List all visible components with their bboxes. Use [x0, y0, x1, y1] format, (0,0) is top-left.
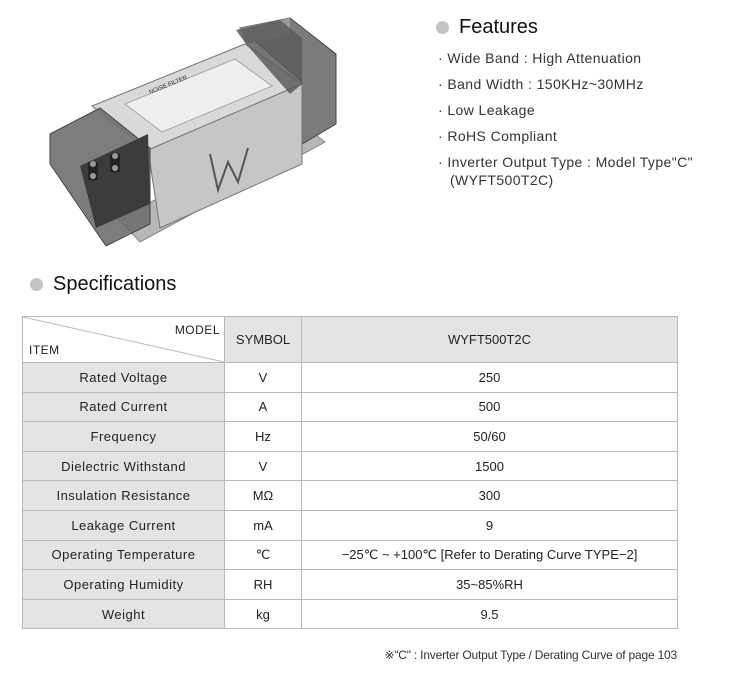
row-symbol: V — [224, 450, 302, 482]
row-item: Dielectric Withstand — [22, 450, 225, 482]
row-item: Leakage Current — [22, 509, 225, 541]
features-heading: Features — [436, 16, 726, 39]
row-value: 1500 — [301, 450, 678, 482]
row-value: 50/60 — [301, 421, 678, 452]
row-symbol: mA — [224, 509, 302, 541]
footnote: ※"C" : Inverter Output Type / Derating C… — [384, 648, 677, 662]
features-title: Features — [459, 16, 538, 38]
row-value: 250 — [301, 362, 678, 393]
row-value: 300 — [301, 480, 678, 511]
row-value: 500 — [301, 391, 678, 423]
row-item: Rated Current — [22, 391, 225, 423]
row-symbol: MΩ — [224, 480, 302, 511]
specifications-heading: Specifications — [30, 273, 176, 296]
row-item: Weight — [22, 598, 225, 630]
specifications-table: MODEL ITEM SYMBOL WYFT500T2C Rated Volta… — [22, 316, 678, 630]
row-item: Operating Temperature — [22, 539, 225, 571]
header-item-model-cell: MODEL ITEM — [22, 316, 225, 363]
specifications-title: Specifications — [53, 273, 177, 295]
row-value: 35~85%RH — [301, 569, 678, 600]
features-list: · Wide Band : High Attenuation · Band Wi… — [436, 49, 726, 189]
table-row: Dielectric Withstand V 1500 — [22, 450, 678, 482]
row-symbol: V — [224, 362, 302, 393]
row-symbol: ℃ — [224, 539, 302, 571]
table-row: Weight kg 9.5 — [22, 598, 678, 630]
table-row: Rated Current A 500 — [22, 391, 678, 423]
row-value: 9.5 — [301, 598, 678, 630]
table-row: Insulation Resistance MΩ 300 — [22, 480, 678, 511]
table-row: Leakage Current mA 9 — [22, 509, 678, 541]
feature-item: · Inverter Output Type : Model Type"C" (… — [438, 153, 726, 189]
row-symbol: RH — [224, 569, 302, 600]
row-item: Frequency — [22, 421, 225, 452]
header-item-label: ITEM — [29, 343, 60, 357]
bullet-dot-icon — [436, 21, 449, 34]
row-symbol: Hz — [224, 421, 302, 452]
row-item: Rated Voltage — [22, 362, 225, 393]
header-symbol: SYMBOL — [224, 316, 302, 363]
feature-item: · Wide Band : High Attenuation — [438, 50, 642, 66]
row-item: Insulation Resistance — [22, 480, 225, 511]
header-model-label: MODEL — [174, 323, 220, 337]
row-value: 9 — [301, 509, 678, 541]
feature-item: · Low Leakage — [438, 102, 536, 118]
product-image: NOISE FILTER — [40, 14, 340, 254]
feature-item-continuation: (WYFT500T2C) — [450, 172, 554, 188]
bullet-dot-icon — [30, 278, 43, 291]
table-header-row: MODEL ITEM SYMBOL WYFT500T2C — [22, 316, 678, 363]
table-row: Rated Voltage V 250 — [22, 362, 678, 393]
row-symbol: A — [224, 391, 302, 423]
diagonal-line-icon — [23, 317, 224, 362]
feature-item: · RoHS Compliant — [438, 128, 558, 144]
table-row: Frequency Hz 50/60 — [22, 421, 678, 452]
row-item: Operating Humidity — [22, 569, 225, 600]
features-section: Features · Wide Band : High Attenuation … — [436, 16, 726, 197]
feature-item: · Band Width : 150KHz~30MHz — [438, 76, 644, 92]
row-symbol: kg — [224, 598, 302, 630]
table-row: Operating Humidity RH 35~85%RH — [22, 569, 678, 600]
row-value: −25℃ ~ +100℃ [Refer to Derating Curve TY… — [301, 539, 678, 571]
table-row: Operating Temperature ℃ −25℃ ~ +100℃ [Re… — [22, 539, 678, 571]
header-model-value: WYFT500T2C — [301, 316, 678, 363]
